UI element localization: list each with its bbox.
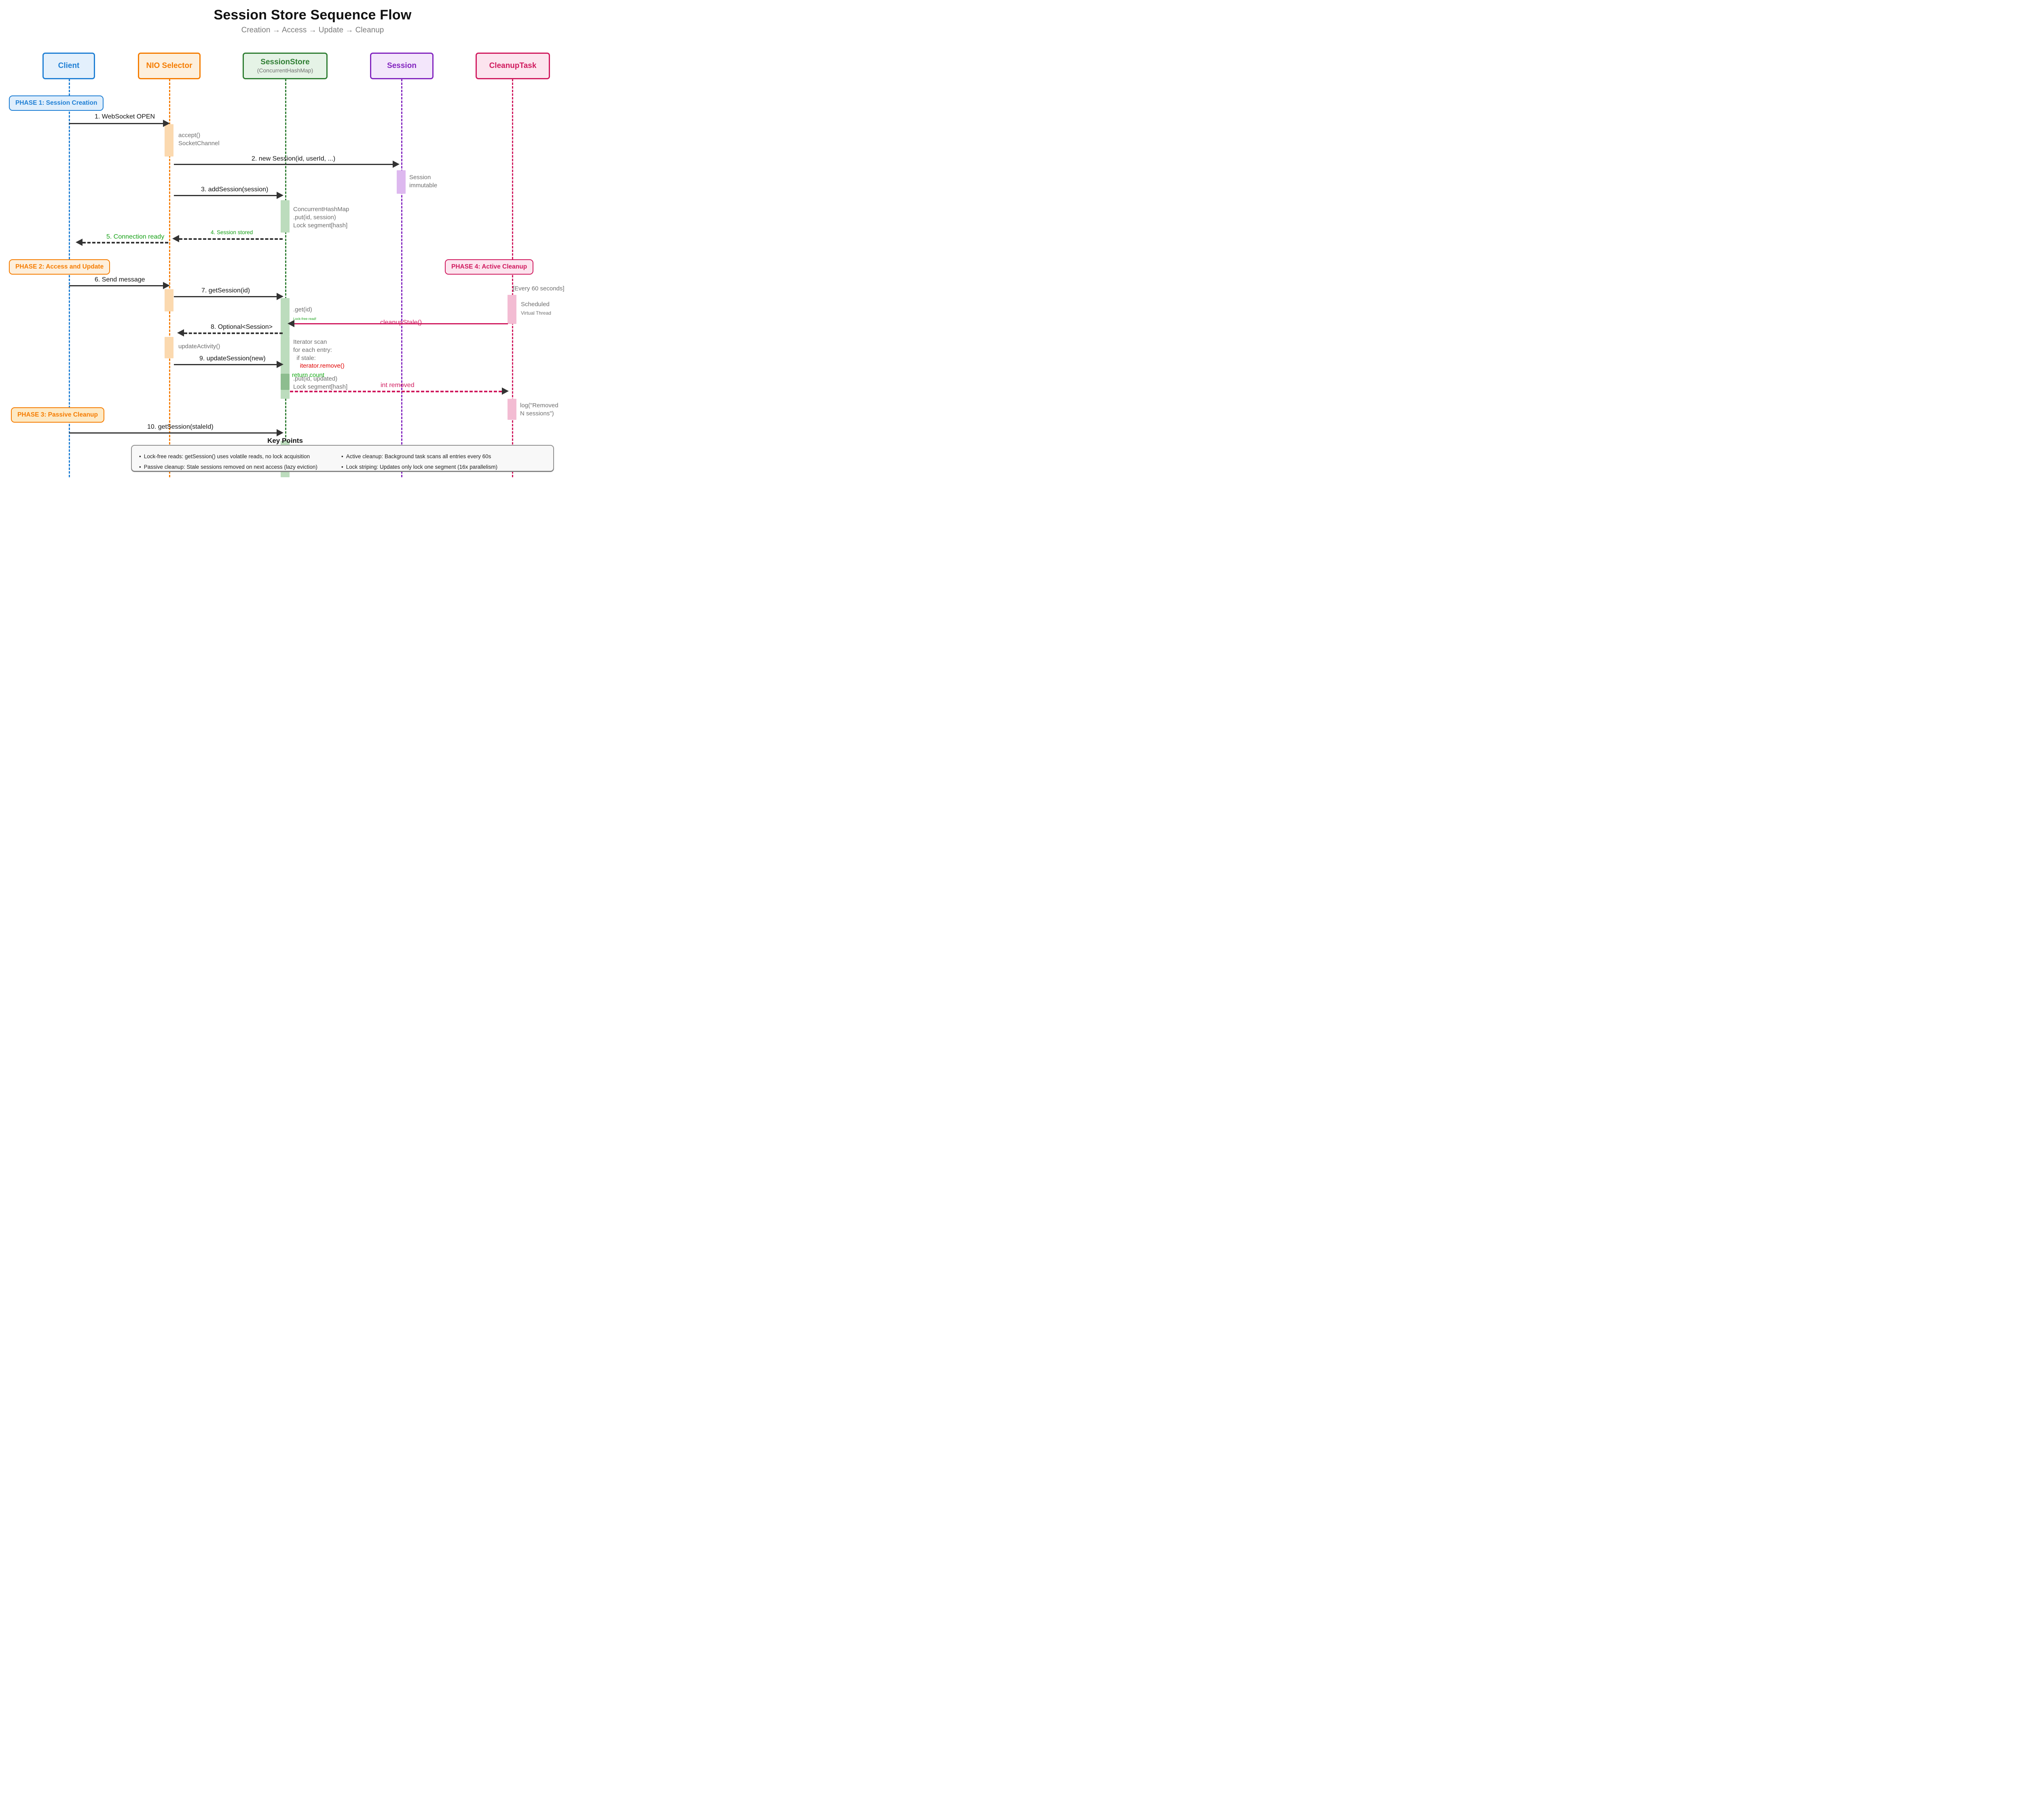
- activation-cleanup-sched: [508, 295, 516, 324]
- note-iterator-remove: iterator.remove(): [293, 362, 345, 369]
- page-subtitle: Creation → Access → Update → Cleanup: [241, 26, 384, 34]
- message-cleanupstale-line: [294, 323, 508, 324]
- activation-selector-accept: [165, 124, 173, 157]
- activation-cleanup-log: [508, 399, 516, 420]
- key-point-item: Lock striping: Updates only lock one seg…: [341, 462, 531, 472]
- key-points-title: Key Points: [267, 437, 303, 444]
- message-9-line: [174, 364, 277, 365]
- message-1-arrowhead: [163, 120, 170, 127]
- message-3-line: [174, 195, 277, 196]
- note-virtual-thread: Virtual Thread: [521, 310, 551, 316]
- key-points-left-list: Lock-free reads: getSession() uses volat…: [139, 451, 333, 472]
- actor-session-store[interactable]: SessionStore (ConcurrentHashMap): [243, 53, 328, 79]
- actor-session-store-sublabel: (ConcurrentHashMap): [257, 67, 313, 74]
- message-6-arrowhead: [163, 282, 170, 289]
- actor-session[interactable]: Session: [370, 53, 434, 79]
- note-accept-socketchannel: accept() SocketChannel: [178, 132, 220, 147]
- key-points-title-wrap: Key Points: [243, 437, 328, 445]
- lifeline-selector: [169, 79, 170, 477]
- note-return-count: return count: [292, 372, 325, 379]
- activation-store-update: [281, 374, 290, 390]
- actor-client-label: Client: [58, 61, 80, 70]
- actor-cleanup-task-label: CleanupTask: [489, 61, 537, 70]
- message-2-arrowhead: [393, 161, 400, 168]
- message-7-arrowhead: [277, 293, 283, 300]
- lifeline-session: [401, 79, 402, 477]
- message-3-label: 3. addSession(session): [201, 186, 269, 193]
- key-point-item: Lock-free reads: getSession() uses volat…: [139, 451, 333, 462]
- actor-nio-selector-label: NIO Selector: [146, 61, 192, 70]
- phase-label-2-text: PHASE 2: Access and Update: [15, 263, 104, 270]
- note-update-put: .put(id, updated) Lock segment[hash]: [293, 375, 348, 390]
- message-1-label: 1. WebSocket OPEN: [95, 113, 155, 120]
- note-session-immutable: Session immutable: [409, 174, 438, 189]
- message-7-label: 7. getSession(id): [201, 287, 250, 294]
- message-7-line: [174, 296, 277, 297]
- message-intremoved-label: int removed: [381, 382, 415, 389]
- message-4-label: 4. Session stored: [211, 229, 253, 235]
- page-title: Session Store Sequence Flow: [214, 7, 412, 23]
- phase-label-1: PHASE 1: Session Creation: [9, 95, 104, 111]
- lifeline-cleanup: [512, 79, 513, 477]
- activation-selector-recv: [165, 289, 173, 311]
- message-10-label: 10. getSession(staleId): [147, 423, 214, 430]
- activation-store-get: [281, 298, 290, 336]
- message-2-label: 2. new Session(id, userId, ...): [252, 155, 336, 162]
- message-intremoved-line: [290, 391, 502, 392]
- activation-session-create: [397, 170, 406, 194]
- actor-client[interactable]: Client: [42, 53, 95, 79]
- message-5-label: 5. Connection ready: [106, 233, 165, 240]
- message-5-arrowhead: [76, 239, 82, 246]
- message-6-label: 6. Send message: [95, 276, 145, 283]
- note-lock-free-read: Lock-free read!: [293, 317, 317, 321]
- activation-store-put: [281, 200, 290, 233]
- note-get-id: .get(id): [293, 306, 312, 313]
- activation-store-update-tail: [281, 390, 290, 399]
- phase-label-4-text: PHASE 4: Active Cleanup: [451, 263, 527, 270]
- message-intremoved-arrowhead: [502, 387, 509, 395]
- lifeline-store: [285, 79, 286, 477]
- phase-label-2: PHASE 2: Access and Update: [9, 259, 110, 275]
- message-8-arrowhead: [177, 329, 184, 336]
- message-6-line: [69, 285, 163, 286]
- message-9-arrowhead: [277, 361, 283, 368]
- activation-store-scan: [281, 336, 290, 374]
- message-cleanupstale-label: cleanupStale(): [380, 319, 422, 326]
- note-chm-put: ConcurrentHashMap .put(id, session) Lock…: [293, 206, 349, 229]
- message-cleanupstale-arrowhead: [288, 320, 294, 327]
- note-iterator-scan: Iterator scan for each entry: if stale:: [293, 339, 332, 362]
- phase-label-3: PHASE 3: Passive Cleanup: [11, 407, 104, 423]
- message-10-line: [69, 432, 277, 434]
- note-update-activity: updateActivity(): [178, 343, 220, 350]
- message-3-arrowhead: [277, 192, 283, 199]
- phase-label-3-text: PHASE 3: Passive Cleanup: [17, 411, 98, 418]
- phase-label-4: PHASE 4: Active Cleanup: [445, 259, 534, 275]
- key-points-right-list: Active cleanup: Background task scans al…: [341, 451, 531, 472]
- lifeline-client: [69, 79, 70, 477]
- message-2-line: [174, 164, 393, 165]
- key-point-item: Passive cleanup: Stale sessions removed …: [139, 462, 333, 472]
- key-points-panel: Lock-free reads: getSession() uses volat…: [131, 445, 554, 472]
- message-8-line: [184, 332, 283, 334]
- actor-session-label: Session: [387, 61, 417, 70]
- actor-nio-selector[interactable]: NIO Selector: [138, 53, 201, 79]
- note-scheduled: Scheduled: [521, 301, 550, 308]
- message-1-line: [69, 123, 163, 124]
- note-log-removed: log("Removed N sessions"): [520, 402, 558, 417]
- activation-selector-update: [165, 337, 173, 358]
- message-9-label: 9. updateSession(new): [199, 355, 266, 362]
- sequence-diagram-canvas: Session Store Sequence Flow Creation → A…: [0, 0, 625, 477]
- actor-session-store-label: SessionStore: [260, 58, 310, 67]
- message-5-line: [82, 242, 168, 243]
- actor-cleanup-task[interactable]: CleanupTask: [476, 53, 550, 79]
- message-10-arrowhead: [277, 429, 283, 436]
- message-8-label: 8. Optional<Session>: [211, 324, 273, 330]
- message-4-arrowhead: [172, 235, 179, 242]
- message-4-line: [179, 238, 283, 240]
- phase-label-1-text: PHASE 1: Session Creation: [15, 99, 97, 106]
- note-every-60-seconds: [Every 60 seconds]: [513, 285, 565, 292]
- key-point-item: Active cleanup: Background task scans al…: [341, 451, 531, 462]
